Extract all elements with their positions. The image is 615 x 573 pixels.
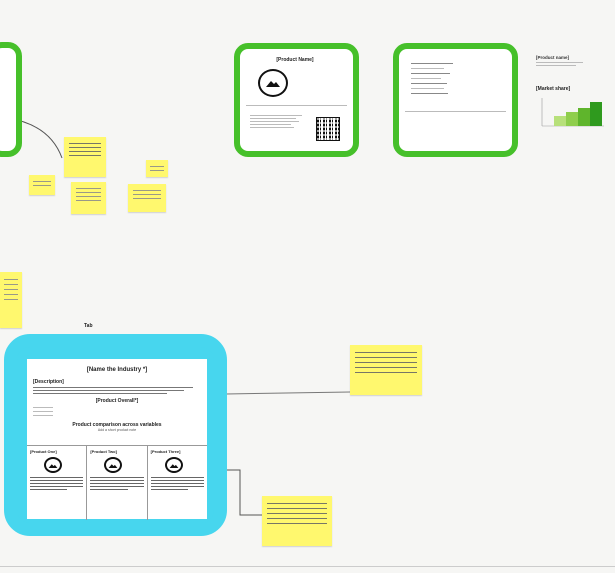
product-column-title: [Product Three] xyxy=(150,449,181,454)
connector-main-to-sticky-bottom xyxy=(226,469,262,516)
qr-code xyxy=(316,117,340,141)
image-placeholder-icon xyxy=(164,457,183,473)
left-green-frame[interactable] xyxy=(0,42,22,157)
market-share-bar-3 xyxy=(578,108,590,126)
industry-card[interactable]: [Name the Industry *] [Description] [Pro… xyxy=(27,359,207,520)
industry-frame[interactable]: [Name the Industry *] [Description] [Pro… xyxy=(4,334,227,536)
sticky-note[interactable] xyxy=(262,496,332,546)
product-column-title: [Product One] xyxy=(30,449,57,454)
market-share-bar-4 xyxy=(590,102,602,126)
product-columns: [Product One] [Product Two] xyxy=(27,445,207,520)
product-column-title: [Product Two] xyxy=(90,449,117,454)
list-card-frame[interactable] xyxy=(393,43,518,157)
market-share-bar-1 xyxy=(554,116,566,126)
list-card-divider xyxy=(405,111,506,112)
widget-subtitle: [Market share] xyxy=(536,86,571,92)
product-column-1[interactable]: [Product One] xyxy=(27,446,88,520)
widget-title: [Product name] xyxy=(536,55,570,60)
connector-main-to-sticky-right xyxy=(225,391,351,395)
canvas-bottom-edge xyxy=(0,566,615,567)
sticky-note[interactable] xyxy=(146,160,168,177)
sticky-note[interactable] xyxy=(29,175,55,195)
card-divider xyxy=(246,105,347,106)
market-share-bars xyxy=(541,98,604,127)
sticky-note[interactable] xyxy=(128,184,166,212)
product-card-frame[interactable]: [Product Name] xyxy=(234,43,359,157)
industry-title: [Name the Industry *] xyxy=(86,367,148,373)
sticky-note[interactable] xyxy=(64,137,106,177)
card-body-text xyxy=(250,113,308,130)
sticky-note[interactable] xyxy=(71,182,106,214)
description-label: [Description] xyxy=(33,379,64,385)
product-column-3[interactable]: [Product Three] xyxy=(148,446,207,520)
image-placeholder-icon xyxy=(44,457,62,473)
product-overall-heading: [Product Overall*] xyxy=(95,398,139,404)
comparison-subtext: Add a short product note xyxy=(97,428,137,432)
sticky-note[interactable] xyxy=(0,272,22,328)
sticky-note[interactable] xyxy=(350,345,422,395)
comparison-heading: Product comparison across variables xyxy=(72,422,162,428)
image-placeholder-icon xyxy=(104,457,123,473)
market-share-widget[interactable]: [Product name] [Market share] xyxy=(536,55,615,145)
list-rows xyxy=(411,59,471,98)
product-card-title: [Product Name] xyxy=(276,57,314,63)
image-placeholder-icon xyxy=(258,69,288,97)
product-column-2[interactable]: [Product Two] xyxy=(87,446,148,520)
market-share-bar-2 xyxy=(566,112,578,126)
small-label: Tab xyxy=(84,323,93,329)
